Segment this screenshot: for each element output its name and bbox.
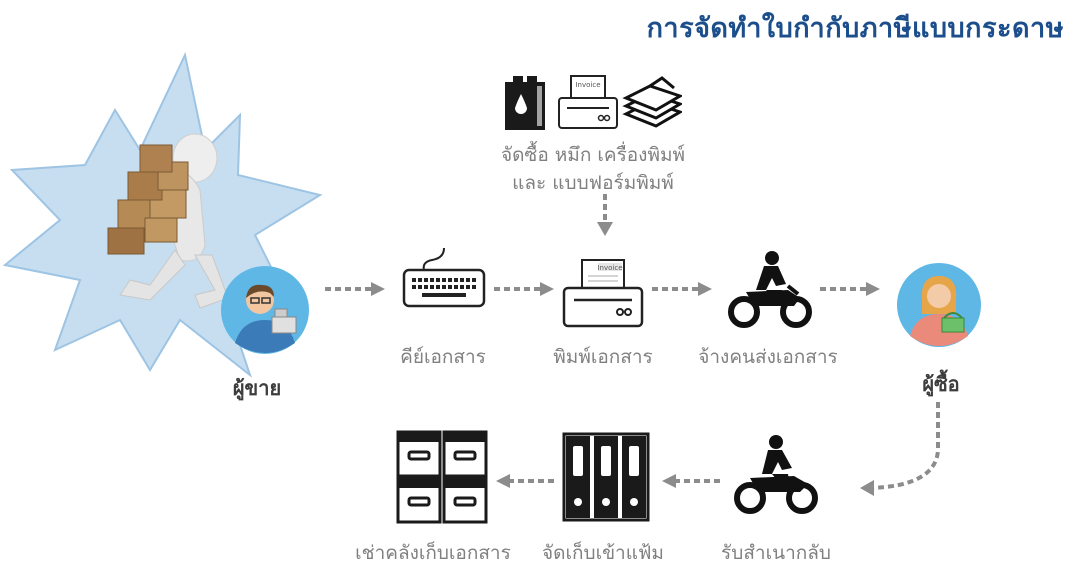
keyboard-icon (402, 248, 486, 308)
arrow-file-to-storage (496, 474, 556, 488)
file-document-label: จัดเก็บเข้าแฟ้ม (542, 542, 664, 564)
motorcycle-return-icon (734, 435, 818, 514)
buyer-avatar (897, 263, 981, 347)
printer-icon: Invoice (562, 259, 644, 328)
arrow-receive-to-file (662, 474, 722, 488)
paper-stack-icon (622, 76, 682, 128)
invoice-tag: Invoice (597, 264, 622, 272)
invoice-tag-small: Invoice (575, 81, 600, 89)
motorcycle-courier-icon (728, 251, 812, 328)
purchase-supplies-label-2: และ แบบฟอร์มพิมพ์ (512, 172, 674, 194)
print-document-label: พิมพ์เอกสาร (553, 346, 653, 368)
arrow-courier-to-buyer (820, 282, 880, 296)
printer-icon-small: Invoice (558, 75, 618, 129)
arrow-seller-to-key (325, 282, 385, 296)
boxes-pile (107, 144, 189, 255)
storage-boxes-icon (396, 430, 488, 524)
buyer-label: ผู้ซื้อ (922, 372, 960, 396)
seller-avatar (221, 266, 309, 354)
page-title: การจัดทำใบกำกับภาษีแบบกระดาษ (646, 13, 1064, 44)
arrow-key-to-print (494, 282, 554, 296)
hire-courier-label: จ้างคนส่งเอกสาร (698, 346, 838, 368)
rent-storage-label: เช่าคลังเก็บเอกสาร (355, 542, 511, 564)
key-document-label: คีย์เอกสาร (400, 346, 486, 368)
arrow-print-to-courier (652, 282, 712, 296)
ink-cartridge-icon (505, 76, 545, 130)
seller-label: ผู้ขาย (232, 376, 282, 400)
receive-copy-label: รับสำเนากลับ (721, 542, 831, 564)
arrow-down-to-print (597, 194, 613, 236)
binder-files-icon (562, 432, 650, 522)
purchase-supplies-label: จัดซื้อ หมึก เครื่องพิมพ์ (500, 144, 686, 166)
arrow-buyer-to-receive (860, 402, 940, 496)
